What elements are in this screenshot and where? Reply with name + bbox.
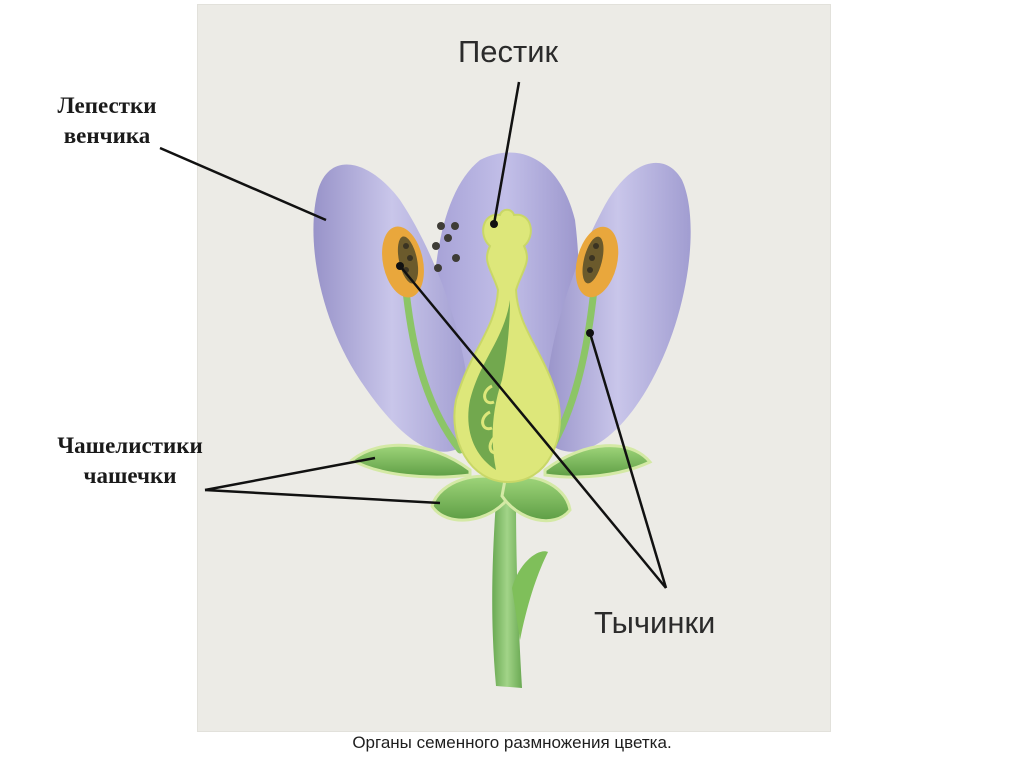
label-petals: Лепестки венчика [44,91,170,151]
label-sepals-line1: Чашелистики [40,431,220,461]
pointer-dot-filament [586,329,594,337]
figure-caption: Органы семенного размножения цветка. [0,733,1024,753]
left-petal [313,165,470,452]
label-stamens: Тычинки [594,605,715,641]
pointer-petals [160,148,326,220]
label-sepals-line2: чашечки [40,461,220,491]
label-petals-line1: Лепестки [44,91,170,121]
label-petals-line2: венчика [44,121,170,151]
label-pistil: Пестик [458,34,558,70]
pointer-dot-pistil [490,220,498,228]
pointer-sepal-lower [205,490,440,503]
label-sepals: Чашелистики чашечки [40,431,220,491]
pointer-sepal-upper [205,458,375,490]
pointer-dot-anther [396,262,404,270]
